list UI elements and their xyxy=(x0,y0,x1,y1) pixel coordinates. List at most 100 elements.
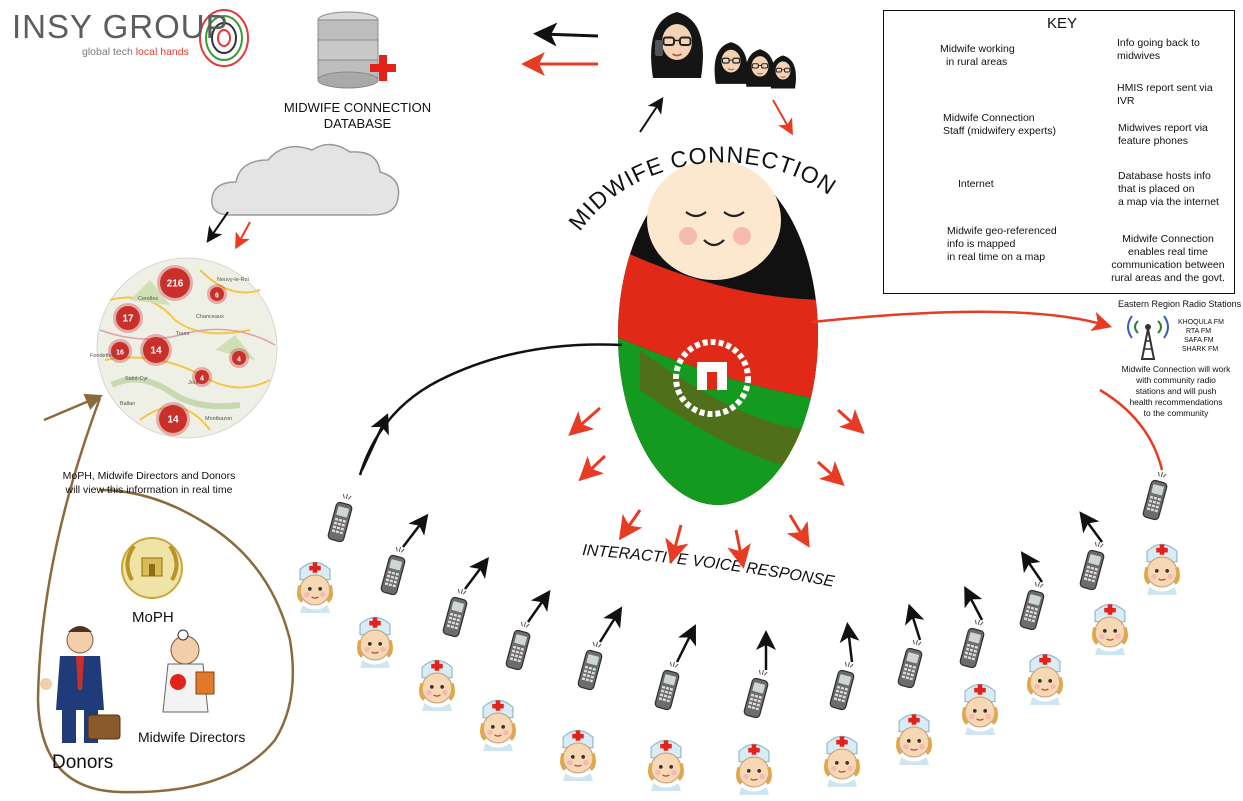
map-cluster-marker: 14 xyxy=(140,334,172,366)
red-arrow-down-from-staff xyxy=(772,99,793,136)
fingerprint-icon xyxy=(199,9,249,67)
black-report-arrow xyxy=(526,589,551,623)
radio-station: KHOQULA FM xyxy=(1178,319,1224,326)
midwife-icon xyxy=(648,738,684,793)
moph-emblem xyxy=(121,537,183,599)
map-place-name: Tours xyxy=(176,331,190,337)
radio-station-list: KHOQULA FM RTA FM SAFA FM SHARK FM xyxy=(1178,318,1224,354)
black-report-arrow xyxy=(964,586,984,621)
key-text: a map via the internet xyxy=(1118,196,1219,208)
midwife-icon xyxy=(824,734,860,789)
midwife-icon xyxy=(1027,652,1063,707)
ivr-label: INTERACTIVE VOICE RESPONSE xyxy=(582,542,836,591)
map-cluster-count: 14 xyxy=(150,346,162,357)
afghan-emblem-icon xyxy=(673,339,751,417)
map-cluster-marker: 14 xyxy=(156,402,190,436)
radio-note-line: health recommendations xyxy=(1129,397,1223,407)
map-cluster-marker: 216 xyxy=(157,265,193,301)
black-report-arrow xyxy=(905,603,925,641)
map-cluster-count: 16 xyxy=(116,350,124,357)
map-cluster-count: 216 xyxy=(167,279,184,290)
map-cluster-marker: 6 xyxy=(207,284,227,304)
feature-phone-icon xyxy=(441,586,471,639)
key-text: Internet xyxy=(958,178,994,190)
tagline-part2: local hands xyxy=(135,46,189,58)
feature-phone-icon xyxy=(504,619,534,672)
key-text: rural areas and the govt. xyxy=(1111,272,1225,284)
database-label-line2: DATABASE xyxy=(323,116,392,131)
midwife-icon xyxy=(896,712,932,767)
map-cluster-count: 4 xyxy=(237,357,241,364)
black-arrow-to-database xyxy=(533,22,599,47)
feature-phone-icon xyxy=(653,659,683,712)
midwife-icon xyxy=(419,658,455,713)
key-text: communication between xyxy=(1111,259,1225,271)
key-text: Database hosts info xyxy=(1118,170,1211,182)
key-text: Midwife working xyxy=(940,43,1015,55)
company-tagline: global tech local hands xyxy=(82,46,189,58)
midwife-icon xyxy=(962,682,998,737)
map-cluster-marker: 17 xyxy=(113,303,143,333)
map-place-name: Saint-Cyr xyxy=(125,376,148,382)
radio-note-line: Midwife Connection will work xyxy=(1121,364,1231,374)
key-text: Midwife Connection xyxy=(943,112,1035,124)
map-place-name: Joué xyxy=(188,380,200,386)
map-cluster-count: 14 xyxy=(167,415,179,426)
map-place-name: Ballan xyxy=(120,401,135,407)
viewers-note-line: MoPH, Midwife Directors and Donors xyxy=(62,470,236,482)
insy-logo xyxy=(199,9,249,67)
radio-note: Midwife Connection will work with commun… xyxy=(1111,364,1241,419)
brown-arrow-to-map xyxy=(43,393,103,422)
radio-note-line: with community radio xyxy=(1136,375,1216,385)
radio-station: SAFA FM xyxy=(1184,337,1214,344)
tagline-part1: global tech xyxy=(82,46,136,58)
key-text: Info going back to xyxy=(1117,37,1200,49)
database-icon xyxy=(317,11,396,89)
map-cluster-marker: 4 xyxy=(229,348,249,368)
map-place-name: Montbazon xyxy=(205,416,232,422)
map-cluster-marker: 16 xyxy=(108,339,132,363)
radio-tower-icon xyxy=(1127,315,1169,360)
black-arrow-up-to-staff xyxy=(639,97,664,133)
feature-phone-icon xyxy=(1141,469,1171,522)
black-report-arrow xyxy=(675,624,696,663)
database-label: MIDWIFE CONNECTION DATABASE xyxy=(270,100,445,132)
black-report-arrow xyxy=(598,606,623,643)
key-item-internet: Internet xyxy=(958,178,994,191)
key-text: info is mapped xyxy=(947,238,1016,250)
key-legend-box xyxy=(883,10,1235,294)
feature-phone-icon xyxy=(896,637,926,690)
black-report-arrow xyxy=(839,622,860,663)
midwife-icon xyxy=(297,560,333,615)
feature-phone-icon xyxy=(576,639,606,692)
connection-staff-group xyxy=(650,11,797,89)
map-place-name: Fondettes xyxy=(90,353,115,359)
red-arrow-to-radio xyxy=(811,310,1113,332)
radio-station: SHARK FM xyxy=(1182,346,1219,353)
map-place-name: Chanceaux xyxy=(196,314,224,320)
key-text: HMIS report sent via xyxy=(1117,82,1213,94)
black-report-arrow xyxy=(464,557,489,590)
key-text: feature phones xyxy=(1118,135,1189,147)
internet-cloud-icon xyxy=(211,143,400,216)
red-arrow-cloud-to-map xyxy=(235,221,251,250)
feature-phone-icon xyxy=(326,491,356,544)
key-text: Midwife geo-referenced xyxy=(947,225,1057,237)
midwife-directors-label: Midwife Directors xyxy=(138,729,246,745)
midwife-icon xyxy=(560,728,596,783)
key-text: IVR xyxy=(1117,95,1135,107)
feature-phone-icon xyxy=(1018,579,1048,632)
red-info-arrows xyxy=(568,406,865,569)
feature-phone-icon xyxy=(1078,539,1108,592)
key-text: in real time on a map xyxy=(947,251,1046,263)
viewers-note: MoPH, Midwife Directors and Donors will … xyxy=(44,469,254,497)
